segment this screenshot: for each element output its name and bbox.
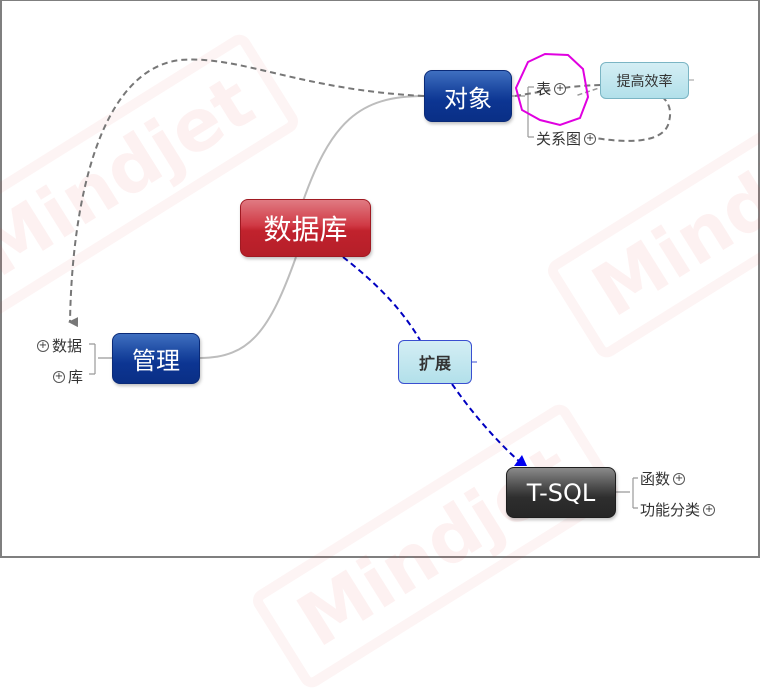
topic-tsql[interactable]: T-SQL [506, 467, 616, 518]
subtopic-relationship-diagram-label: 关系图 [536, 130, 582, 148]
subtopic-table[interactable]: 表 + [536, 78, 567, 99]
subtopic-function-categories-label: 功能分类 [640, 501, 701, 519]
expand-plus-icon[interactable]: + [703, 503, 716, 516]
relationship-object-to-data [68, 58, 425, 328]
subtopic-data[interactable]: + 数据 [37, 335, 82, 356]
topic-manage-label: 管理 [132, 347, 180, 375]
callout-efficiency[interactable]: 提高效率 [600, 62, 689, 99]
callout-efficiency-label: 提高效率 [616, 73, 673, 90]
subtopic-functions[interactable]: 函数 + [640, 468, 686, 489]
topic-object[interactable]: 对象 [424, 70, 512, 122]
subtopic-function-categories[interactable]: 功能分类 + [640, 499, 716, 520]
expand-plus-icon[interactable]: + [584, 132, 597, 145]
central-topic-label: 数据库 [263, 213, 348, 246]
relationship-label-extend[interactable]: 扩展 [398, 340, 472, 384]
extend-label: 扩展 [418, 354, 451, 373]
branch-line-object [299, 95, 425, 211]
subtopic-functions-label: 函数 [640, 470, 671, 488]
expand-plus-icon[interactable]: + [673, 472, 686, 485]
object-children-bracket [512, 86, 534, 138]
topic-tsql-label: T-SQL [526, 478, 596, 507]
arrowhead-blue [514, 455, 527, 466]
expand-plus-icon[interactable]: + [37, 339, 49, 352]
subtopic-library-label: 库 [68, 368, 84, 386]
relationship-database-tsql [342, 256, 521, 463]
manage-children-bracket [89, 343, 112, 375]
subtopic-relationship-diagram[interactable]: 关系图 + [536, 128, 597, 149]
tsql-children-bracket [616, 477, 638, 509]
branch-line-manage [199, 256, 297, 359]
highlight-shape [514, 52, 590, 127]
subtopic-table-label: 表 [536, 80, 552, 98]
expand-plus-icon[interactable]: + [53, 370, 65, 383]
topic-object-label: 对象 [444, 84, 492, 113]
topic-manage[interactable]: 管理 [112, 333, 200, 384]
subtopic-data-label: 数据 [52, 337, 83, 355]
central-topic-database[interactable]: 数据库 [240, 199, 371, 257]
subtopic-library[interactable]: + 库 [53, 366, 83, 387]
expand-plus-icon[interactable]: + [554, 82, 567, 95]
